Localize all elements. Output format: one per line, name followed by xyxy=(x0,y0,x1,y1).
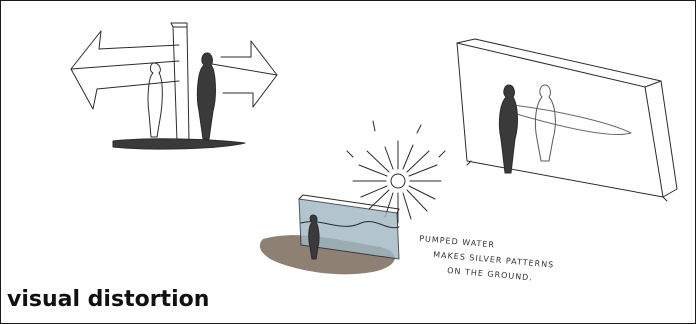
caption-title: visual distortion xyxy=(7,287,209,312)
display-box-sketch xyxy=(457,39,677,201)
note-line-1: PUMPED WATER xyxy=(419,234,495,250)
water-wall-sketch xyxy=(260,195,399,274)
left-vignette-sketch xyxy=(71,23,277,149)
sketch-note: PUMPED WATER MAKES SILVER PATTERNS ON TH… xyxy=(419,234,555,282)
note-line-3: ON THE GROUND. xyxy=(447,266,533,282)
